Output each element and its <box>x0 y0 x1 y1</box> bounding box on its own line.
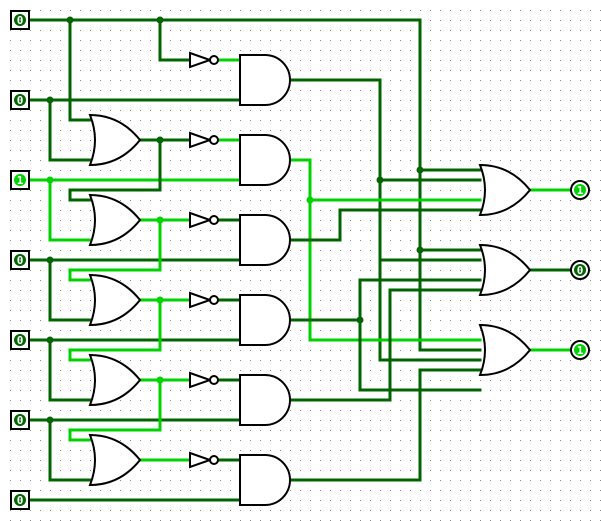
wire-junction <box>356 316 364 324</box>
wire-junction <box>156 216 164 224</box>
output-or-gate-2[interactable] <box>478 323 532 377</box>
input-pin-2[interactable]: 1 <box>10 170 30 190</box>
wire-36 <box>288 288 482 402</box>
wire-junction <box>46 96 54 104</box>
not-gate-0[interactable] <box>189 51 219 69</box>
output-or-gate-0[interactable] <box>478 163 532 217</box>
input-value: 0 <box>17 414 24 427</box>
wire-10 <box>48 338 92 402</box>
wire-2 <box>158 18 192 62</box>
wire-junction <box>66 16 74 24</box>
wire-33 <box>288 208 482 242</box>
or-gate-1[interactable] <box>88 113 142 167</box>
input-value: 0 <box>17 14 24 27</box>
not-gate-2[interactable] <box>189 211 219 229</box>
wire-19 <box>68 298 162 362</box>
wire-junction <box>46 176 54 184</box>
or-gate-2[interactable] <box>88 193 142 247</box>
wire-junction <box>156 136 164 144</box>
wire-37 <box>288 368 482 482</box>
input-pin-1[interactable]: 0 <box>10 90 30 110</box>
input-pin-0[interactable]: 0 <box>10 10 30 30</box>
output-value: 1 <box>577 184 584 197</box>
wire-junction <box>156 16 164 24</box>
input-pin-4[interactable]: 0 <box>10 330 30 350</box>
wire-junction <box>156 376 164 384</box>
and-gate-3[interactable] <box>239 294 291 346</box>
and-gate-0[interactable] <box>239 54 291 106</box>
wire-junction <box>416 246 424 254</box>
input-pin-5[interactable]: 0 <box>10 410 30 430</box>
wire-6 <box>48 178 92 242</box>
wire-4 <box>48 98 92 162</box>
wire-15 <box>68 138 162 202</box>
output-value: 0 <box>577 264 584 277</box>
and-gate-1[interactable] <box>239 134 291 186</box>
wire-29 <box>288 78 482 362</box>
wire-8 <box>48 258 92 322</box>
wire-17 <box>68 218 162 282</box>
wire-junction <box>46 416 54 424</box>
output-pin-1: 0 <box>570 260 590 280</box>
input-value: 0 <box>17 94 24 107</box>
wire-junction <box>416 166 424 174</box>
not-gate-1[interactable] <box>189 131 219 149</box>
output-value: 1 <box>577 344 584 357</box>
output-pin-2: 1 <box>570 340 590 360</box>
wire-35 <box>358 318 482 392</box>
wire-12 <box>48 418 92 482</box>
wire-junction <box>46 336 54 344</box>
input-value: 0 <box>17 334 24 347</box>
or-gate-3[interactable] <box>88 273 142 327</box>
input-value: 0 <box>17 494 24 507</box>
output-or-gate-1[interactable] <box>478 243 532 297</box>
input-value: 1 <box>17 174 24 187</box>
and-gate-5[interactable] <box>239 454 291 506</box>
output-pin-0: 1 <box>570 180 590 200</box>
wire-31 <box>288 158 482 342</box>
wire-21 <box>68 378 162 442</box>
input-pin-6[interactable]: 0 <box>10 490 30 510</box>
gates <box>88 51 532 506</box>
input-value: 0 <box>17 254 24 267</box>
or-gate-4[interactable] <box>88 353 142 407</box>
wire-junction <box>306 196 314 204</box>
and-gate-2[interactable] <box>239 214 291 266</box>
and-gate-4[interactable] <box>239 374 291 426</box>
wire-junction <box>46 256 54 264</box>
not-gate-5[interactable] <box>189 451 219 469</box>
wire-junction <box>376 176 384 184</box>
wire-34 <box>288 278 482 322</box>
wire-1 <box>68 18 92 122</box>
pins: 0 0 1 0 0 0 0 1 0 1 <box>10 10 590 510</box>
input-pin-3[interactable]: 0 <box>10 250 30 270</box>
not-gate-4[interactable] <box>189 371 219 389</box>
wires <box>28 16 572 502</box>
not-gate-3[interactable] <box>189 291 219 309</box>
or-gate-5[interactable] <box>88 433 142 487</box>
wire-junction <box>156 296 164 304</box>
wire-0 <box>28 18 482 352</box>
